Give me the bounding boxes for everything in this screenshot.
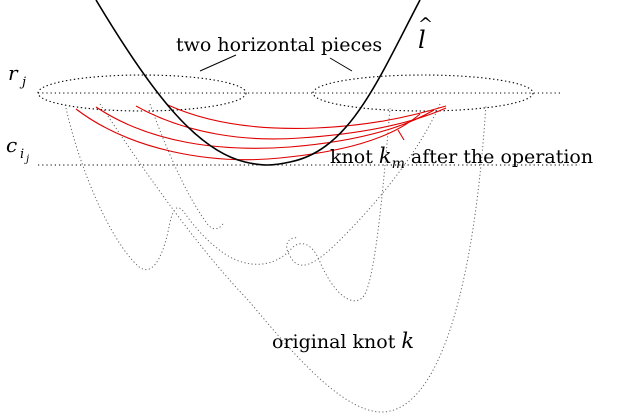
original-knot-k-outer bbox=[99, 103, 487, 413]
original-knot-k-inner-left bbox=[149, 103, 225, 230]
pointer-left-piece bbox=[199, 54, 237, 72]
hat-accent: ^ bbox=[418, 14, 433, 35]
horizontal-piece-left bbox=[37, 74, 247, 112]
label-original-knot-var: k bbox=[401, 329, 414, 353]
red-strand-3 bbox=[135, 105, 447, 140]
label-knot-km: knot km after the operation bbox=[330, 144, 593, 172]
curve-l-hat bbox=[95, 0, 421, 166]
red-strand-1 bbox=[75, 108, 421, 161]
red-strand-4 bbox=[167, 104, 447, 129]
label-c-sub-i: i bbox=[20, 147, 24, 162]
label-two-horizontal-pieces: two horizontal pieces bbox=[176, 34, 382, 56]
label-r: r bbox=[8, 61, 19, 85]
label-c: c bbox=[6, 133, 17, 157]
red-strand-2 bbox=[95, 106, 435, 149]
pointer-km bbox=[397, 129, 405, 141]
label-knot-km-var: k bbox=[379, 144, 392, 168]
label-knot-km-prefix: knot bbox=[330, 146, 379, 168]
label-original-knot-prefix: original knot bbox=[272, 331, 401, 353]
label-l-hat: l bbox=[418, 26, 426, 54]
label-c-sub-j: j bbox=[24, 154, 29, 165]
label-knot-km-sub: m bbox=[392, 156, 405, 172]
horizontal-piece-right bbox=[312, 74, 534, 112]
label-knot-km-suffix: after the operation bbox=[405, 146, 593, 168]
label-r-sub: j bbox=[19, 75, 26, 90]
pointer-right-piece bbox=[329, 57, 353, 72]
label-original-knot: original knot k bbox=[272, 329, 414, 353]
original-knot-k bbox=[65, 107, 391, 302]
